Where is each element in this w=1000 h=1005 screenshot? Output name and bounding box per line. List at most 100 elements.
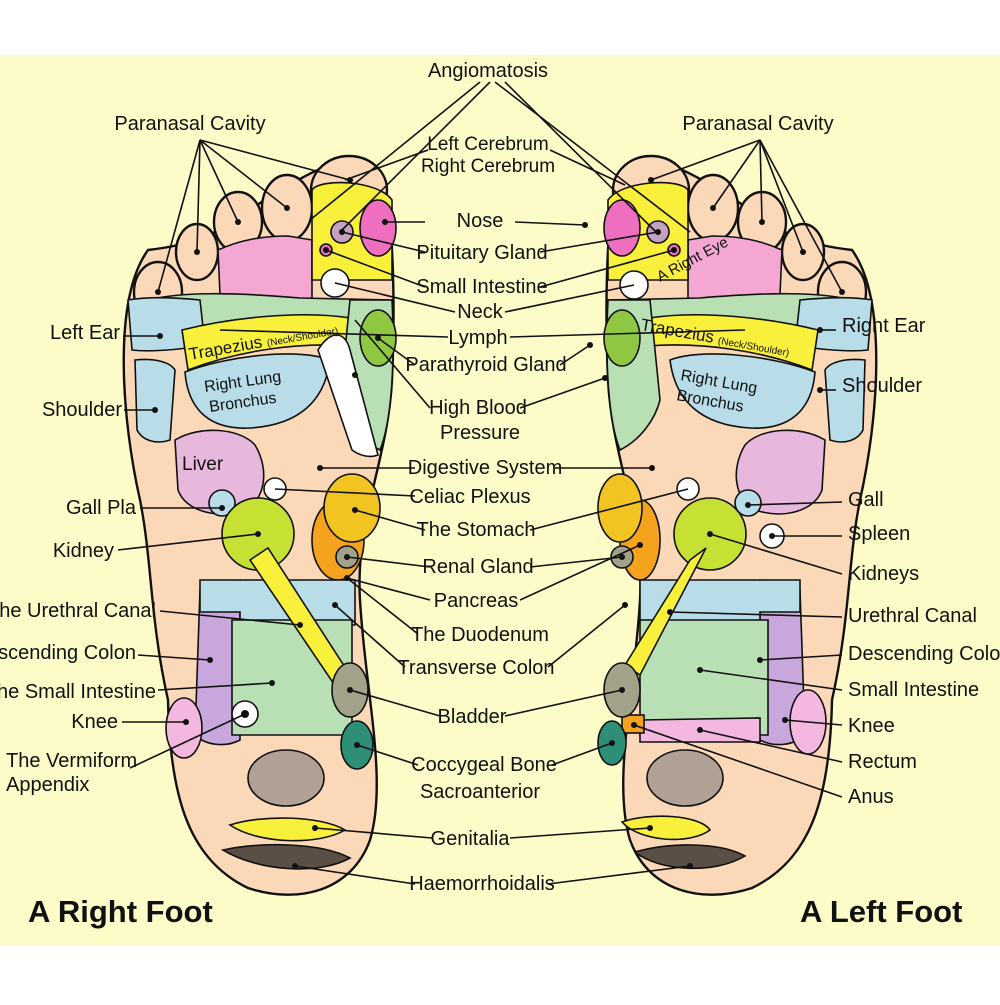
dot-26 — [332, 602, 338, 608]
leader-angio-r — [494, 81, 691, 233]
dot-25 — [637, 542, 643, 548]
leader-rectum — [699, 729, 843, 763]
leader-para-r3 — [759, 139, 763, 223]
center-labels: Angiomatosis Left Cerebrum Right Cerebru… — [397, 60, 566, 895]
label-digestive: Digestive System — [408, 457, 563, 479]
left-foot-haemorrhoid — [633, 844, 747, 870]
label-left-ear: Left Ear — [50, 322, 120, 344]
dot-43 — [183, 719, 189, 725]
leader-duod-l — [346, 577, 419, 635]
leader-cocc-l — [356, 744, 419, 766]
leader-hbp-l — [354, 319, 431, 409]
label-shoulder-right: Shoulder — [842, 375, 922, 397]
leader-neck-l — [334, 282, 456, 313]
title-left-foot: A Left Foot — [800, 894, 962, 929]
leader-haem-l — [294, 865, 416, 885]
leader-para-r2 — [712, 139, 761, 209]
right-foot-knee — [165, 697, 203, 759]
label-coccygeal-2: Sacroanterior — [420, 781, 540, 803]
leader-anus — [633, 724, 843, 798]
leader-para-r5 — [759, 139, 843, 293]
title-right-foot: A Right Foot — [28, 894, 213, 929]
dot-19 — [317, 465, 323, 471]
dot-32 — [312, 825, 318, 831]
leader-pit-l — [341, 231, 426, 253]
leader-trans-r — [547, 604, 626, 668]
leader-angio-r2 — [504, 81, 657, 233]
label-knee-right: Knee — [848, 715, 895, 737]
leader-lines — [117, 81, 843, 885]
dot-1 — [347, 177, 353, 183]
label-coccygeal-1: Coccygeal Bone — [411, 754, 557, 776]
label-spleen: Spleen — [848, 523, 910, 545]
leader-gen-r — [509, 827, 651, 839]
label-pancreas: Pancreas — [434, 590, 519, 612]
dot-29 — [619, 687, 625, 693]
right-foot-haemorrhoid — [220, 843, 352, 870]
leader-haem-r — [547, 865, 691, 885]
label-angiomatosis: Angiomatosis — [428, 60, 548, 82]
dot-28 — [347, 687, 353, 693]
label-left-cerebrum: Left Cerebrum — [427, 134, 548, 155]
dot-2 — [284, 205, 290, 211]
label-parathyroid: Parathyroid Gland — [405, 354, 566, 376]
dot-10 — [839, 289, 845, 295]
leader-renal-r — [529, 556, 623, 568]
label-ascending: Ascending Colon — [0, 642, 136, 664]
left-foot: A Right Eye Trapezius (Neck/Shoulder) Ri… — [597, 154, 878, 896]
right-foot-shoulder-zone — [134, 358, 176, 443]
dot-12 — [582, 222, 588, 228]
dot-3 — [235, 219, 241, 225]
dot-41 — [207, 657, 213, 663]
right-foot-labels: Paranasal Cavity Left Ear Shoulder Gall … — [0, 113, 266, 929]
dot-15 — [375, 335, 381, 341]
leader-para-thy-l — [377, 337, 416, 366]
label-gall: Gall — [848, 489, 884, 511]
leader-kidneys — [709, 533, 843, 575]
leader-cocc-r — [551, 742, 613, 766]
dot-37 — [152, 407, 158, 413]
label-small-intestine-center: Small Intestine — [416, 276, 547, 298]
leader-si-l — [325, 249, 426, 288]
dot-18 — [602, 375, 608, 381]
dot-52 — [782, 717, 788, 723]
dot-34 — [292, 863, 298, 869]
label-nose: Nose — [457, 210, 504, 232]
dot-13 — [323, 247, 329, 253]
leader-trans-l — [334, 604, 406, 668]
dot-33 — [647, 825, 653, 831]
leader-gall — [747, 501, 843, 506]
label-duodenum: The Duodenum — [411, 624, 549, 646]
dot-45 — [817, 387, 823, 393]
dot-47 — [769, 533, 775, 539]
leader-blad-l — [349, 689, 441, 717]
dot-38 — [219, 505, 225, 511]
dot-30 — [354, 742, 360, 748]
dot-16 — [587, 342, 593, 348]
leader-gen-l — [314, 827, 433, 839]
label-stomach: The Stomach — [417, 519, 536, 541]
leader-hbp-r — [519, 377, 606, 409]
leader-cereb-l — [344, 149, 429, 181]
leader-celiac-l — [274, 488, 416, 497]
dot-31 — [609, 740, 615, 746]
right-foot-bp-white — [317, 334, 379, 458]
leader-blad-r — [504, 689, 623, 717]
label-bladder: Bladder — [438, 706, 507, 728]
dot-24 — [344, 575, 350, 581]
label-celiac: Celiac Plexus — [409, 486, 530, 508]
label-high-blood-1: High Blood — [429, 397, 527, 419]
leader-vermiform — [129, 713, 246, 769]
dot-17 — [352, 372, 358, 378]
left-foot-urethral — [623, 547, 707, 677]
left-foot-parathyroid — [603, 309, 641, 367]
label-knee-left: Knee — [71, 711, 118, 733]
dot-22 — [344, 554, 350, 560]
dot-42 — [269, 680, 275, 686]
label-pituitary: Pituitary Gland — [416, 242, 547, 264]
right-foot-heel — [247, 749, 325, 807]
leader-descending — [759, 654, 843, 661]
left-foot-shoulder-zone — [824, 358, 866, 443]
dot-8 — [759, 219, 765, 225]
